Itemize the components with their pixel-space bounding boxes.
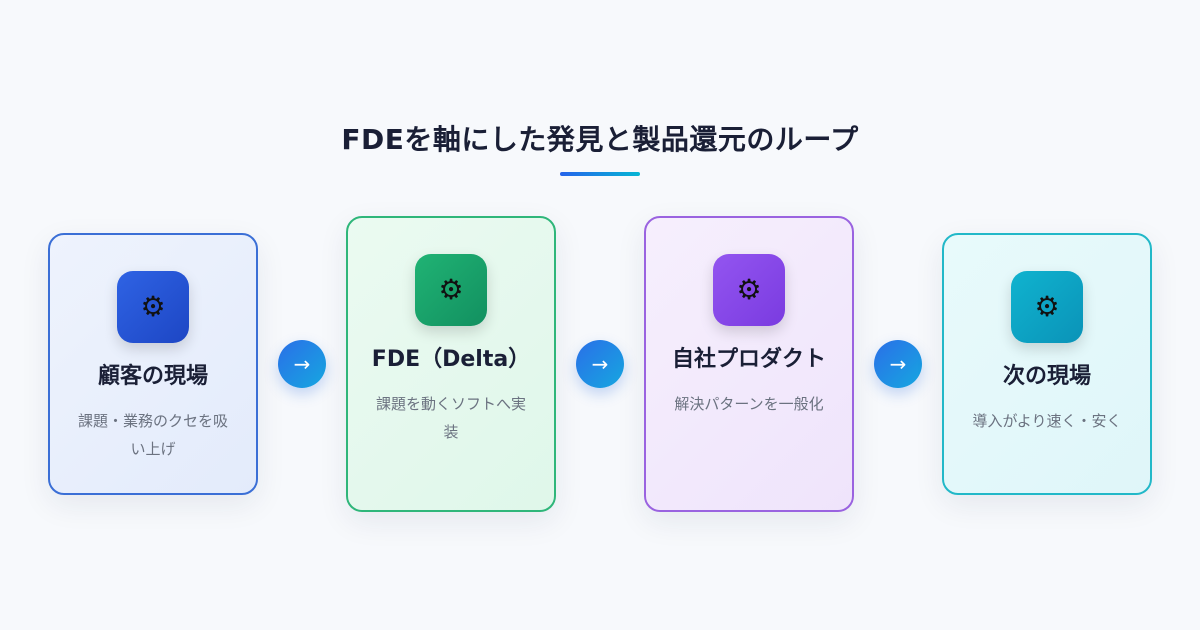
step-card-next-site: ⚙ 次の現場 導入がより速く・安く (942, 233, 1152, 495)
diagram-title: FDEを軸にした発見と製品還元のループ (341, 123, 859, 156)
arrow-right-icon: → (576, 340, 624, 388)
step-name: 自社プロダクト (671, 347, 826, 372)
gear-icon: ⚙ (1011, 271, 1083, 343)
arrow-right-icon: → (874, 340, 922, 388)
step-card-own-product: ⚙ 自社プロダクト 解決パターンを一般化 (644, 216, 854, 512)
step-description: 導入がより速く・安く (972, 412, 1122, 430)
step-name: 顧客の現場 (97, 364, 208, 389)
step-card-fde: ⚙ FDE（Delta） 課題を動くソフトへ実装 (346, 216, 556, 512)
step-name: FDE（Delta） (371, 347, 531, 372)
step-description: 課題・業務のクセを吸い上げ (78, 412, 229, 458)
step-card-customer-site: ⚙ 顧客の現場 課題・業務のクセを吸い上げ (48, 233, 258, 495)
step-name: 次の現場 (1002, 364, 1091, 389)
gear-icon: ⚙ (415, 254, 487, 326)
title-underline (560, 172, 640, 176)
gear-icon: ⚙ (713, 254, 785, 326)
arrow-right-icon: → (278, 340, 326, 388)
gear-icon: ⚙ (117, 271, 189, 343)
step-description: 課題を動くソフトへ実装 (376, 395, 527, 441)
step-description: 解決パターンを一般化 (674, 395, 824, 413)
